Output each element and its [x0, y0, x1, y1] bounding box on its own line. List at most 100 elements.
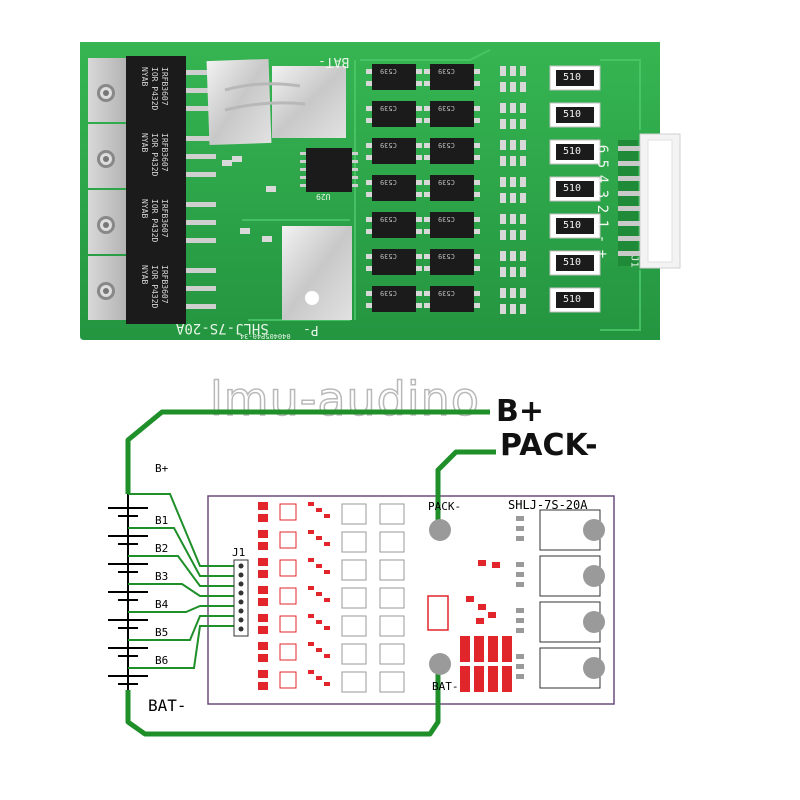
- connector-pin-dot: [238, 563, 244, 569]
- channel-resistor: [258, 670, 268, 678]
- smd-pad: [510, 66, 516, 76]
- optocoupler: [366, 101, 422, 127]
- channel-resistor: [258, 626, 268, 634]
- smd-pad: [500, 177, 506, 187]
- diagram-mosfet-hole: [583, 519, 605, 541]
- smd-pad: [500, 304, 506, 314]
- smd-pad: [510, 119, 516, 129]
- channel-opto: [379, 503, 405, 525]
- channel-resistor: [258, 502, 268, 510]
- smd-pad: [520, 82, 526, 92]
- channel-opto: [341, 643, 367, 665]
- cell-tap-label: B+: [155, 462, 169, 475]
- smd-pad: [510, 267, 516, 277]
- diagram-mosfet-lead: [516, 608, 524, 613]
- optocoupler: [424, 175, 480, 201]
- channel-pad: [324, 570, 330, 574]
- connector-pin: [618, 236, 644, 241]
- cell-tap-label: B4: [155, 598, 169, 611]
- smd-pad: [520, 140, 526, 150]
- optocoupler: [366, 212, 422, 238]
- b-plus-wire: [125, 409, 490, 494]
- cell-tap-label: B3: [155, 570, 169, 583]
- optocoupler: [366, 249, 422, 275]
- channel-pad: [308, 558, 314, 562]
- cell-tap-label: B1: [155, 514, 169, 527]
- smd-pad: [500, 267, 506, 277]
- tap-wire: [128, 555, 234, 587]
- pack-minus-wire: [435, 449, 496, 520]
- channel-pad: [316, 648, 322, 652]
- diagram-mosfet-lead: [516, 618, 524, 623]
- b-plus-title: B+: [496, 394, 545, 429]
- bat-minus-pad: [206, 58, 272, 146]
- smd-pad: [520, 214, 526, 224]
- connector-pin: [618, 206, 644, 211]
- channel-opto: [379, 559, 405, 581]
- connector-pin: [618, 251, 644, 256]
- bat-minus-wire: [125, 668, 441, 737]
- smd-pad: [510, 304, 516, 314]
- smd-pad: [500, 156, 506, 166]
- smd-pad: [500, 103, 506, 113]
- balance-connector: [618, 133, 681, 269]
- tap-wire: [128, 615, 234, 641]
- diagram-mosfets: [516, 509, 605, 689]
- channel-pad: [324, 654, 330, 658]
- smd-pad: [500, 193, 506, 203]
- diagram-mosfet-lead: [516, 526, 524, 531]
- channel-ic: [279, 643, 297, 661]
- smd-pad: [500, 140, 506, 150]
- smd-pad: [500, 82, 506, 92]
- connector-pin-dot: [238, 617, 244, 623]
- smd-pad: [510, 82, 516, 92]
- channel-resistor: [258, 682, 268, 690]
- shunt-resistor-body: [556, 70, 594, 86]
- smd-pad: [510, 251, 516, 261]
- p-minus-pad: [282, 226, 352, 320]
- diagram-mosfet-lead: [516, 654, 524, 659]
- diagram-board-label: SHLJ-7S-20A: [508, 498, 588, 512]
- smd-pad: [520, 156, 526, 166]
- smd-pad: [510, 103, 516, 113]
- cell-tap-label: B6: [155, 654, 169, 667]
- shunt-resistor-body: [556, 218, 594, 234]
- channel-resistor: [258, 530, 268, 538]
- smd-pad: [520, 251, 526, 261]
- channel-opto: [341, 587, 367, 609]
- diagram-mosfet-lead: [516, 628, 524, 633]
- smd-pad: [510, 193, 516, 203]
- smd-pad: [500, 230, 506, 240]
- channel-pad: [308, 502, 314, 506]
- smd-pad: [520, 177, 526, 187]
- cell-tap-label: B2: [155, 542, 169, 555]
- channel-pad: [324, 682, 330, 686]
- smd-pad: [520, 267, 526, 277]
- shunt-resistor-body: [556, 292, 594, 308]
- battery-cells: [108, 507, 148, 685]
- channel-pad: [324, 626, 330, 630]
- channel-pad: [308, 530, 314, 534]
- channel-pad: [324, 598, 330, 602]
- shunt-resistor-body: [556, 144, 594, 160]
- pack-minus-pad-circle: [429, 519, 451, 541]
- smd-pad: [500, 66, 506, 76]
- diagram-mosfet-lead: [516, 572, 524, 577]
- bat-minus-wire-label: BAT-: [148, 696, 187, 715]
- channel-opto: [379, 587, 405, 609]
- resistor-value: 510: [563, 109, 582, 120]
- diagram-mosfet-lead: [516, 674, 524, 679]
- channel-pad: [316, 564, 322, 568]
- smd-pad: [500, 214, 506, 224]
- channel-pad: [308, 642, 314, 646]
- diagram-mosfet-hole: [583, 611, 605, 633]
- resistor-value: 510: [563, 146, 582, 157]
- channel-ic: [279, 587, 297, 605]
- watermark: lmu-audino: [209, 371, 480, 427]
- smd-pad: [520, 230, 526, 240]
- smd-pad: [520, 193, 526, 203]
- smd-pad: [510, 230, 516, 240]
- channel-opto: [379, 643, 405, 665]
